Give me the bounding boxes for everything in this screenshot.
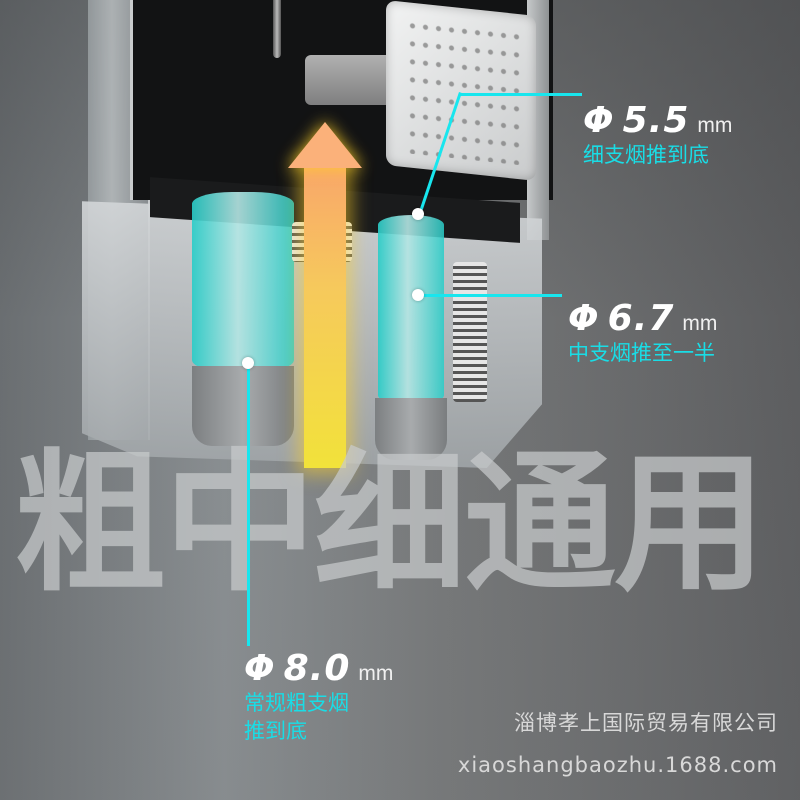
diameter-value: 8.0 xyxy=(283,648,351,689)
size-label: Φ 6.7 mm xyxy=(568,298,717,339)
cylinder-small-base xyxy=(375,398,447,460)
marker-dot xyxy=(242,357,254,369)
description-line-2: 推到底 xyxy=(244,719,307,743)
marker-dot xyxy=(412,289,424,301)
cylinder-8mm xyxy=(192,192,294,372)
unit: mm xyxy=(697,114,733,137)
textured-pad xyxy=(386,0,536,181)
company-name: 淄博孝上国际贸易有限公司 xyxy=(514,711,778,735)
spring-right xyxy=(453,262,487,402)
screw-part xyxy=(273,0,281,58)
up-arrow-shaft xyxy=(304,168,346,468)
holder-part xyxy=(305,55,395,105)
headline-watermark: 粗中细通用 xyxy=(14,435,766,612)
cylinder-small xyxy=(378,215,444,405)
store-url[interactable]: xiaoshangbaozhu.1688.com xyxy=(457,753,778,777)
size-label: Φ 5.5 mm xyxy=(583,100,732,141)
description-line-1: 常规粗支烟 xyxy=(244,691,349,715)
diameter-symbol: Φ xyxy=(568,298,600,339)
callout-5-5mm: Φ 5.5 mm 细支烟推到底 xyxy=(583,100,732,169)
diameter-symbol: Φ xyxy=(244,648,276,689)
description: 中支烟推至一半 xyxy=(568,341,715,365)
description: 细支烟推到底 xyxy=(583,143,709,167)
diameter-symbol: Φ xyxy=(583,100,615,141)
diameter-value: 5.5 xyxy=(622,100,690,141)
up-arrow-icon xyxy=(288,122,362,168)
cylinder-8mm-base xyxy=(192,366,294,446)
unit: mm xyxy=(358,662,394,685)
callout-6-7mm: Φ 6.7 mm 中支烟推至一半 xyxy=(568,298,717,367)
diameter-value: 6.7 xyxy=(607,298,675,339)
size-label: Φ 8.0 mm xyxy=(244,648,393,689)
unit: mm xyxy=(682,312,718,335)
marker-dot xyxy=(412,208,424,220)
callout-8-0mm: Φ 8.0 mm 常规粗支烟 推到底 xyxy=(244,648,393,745)
